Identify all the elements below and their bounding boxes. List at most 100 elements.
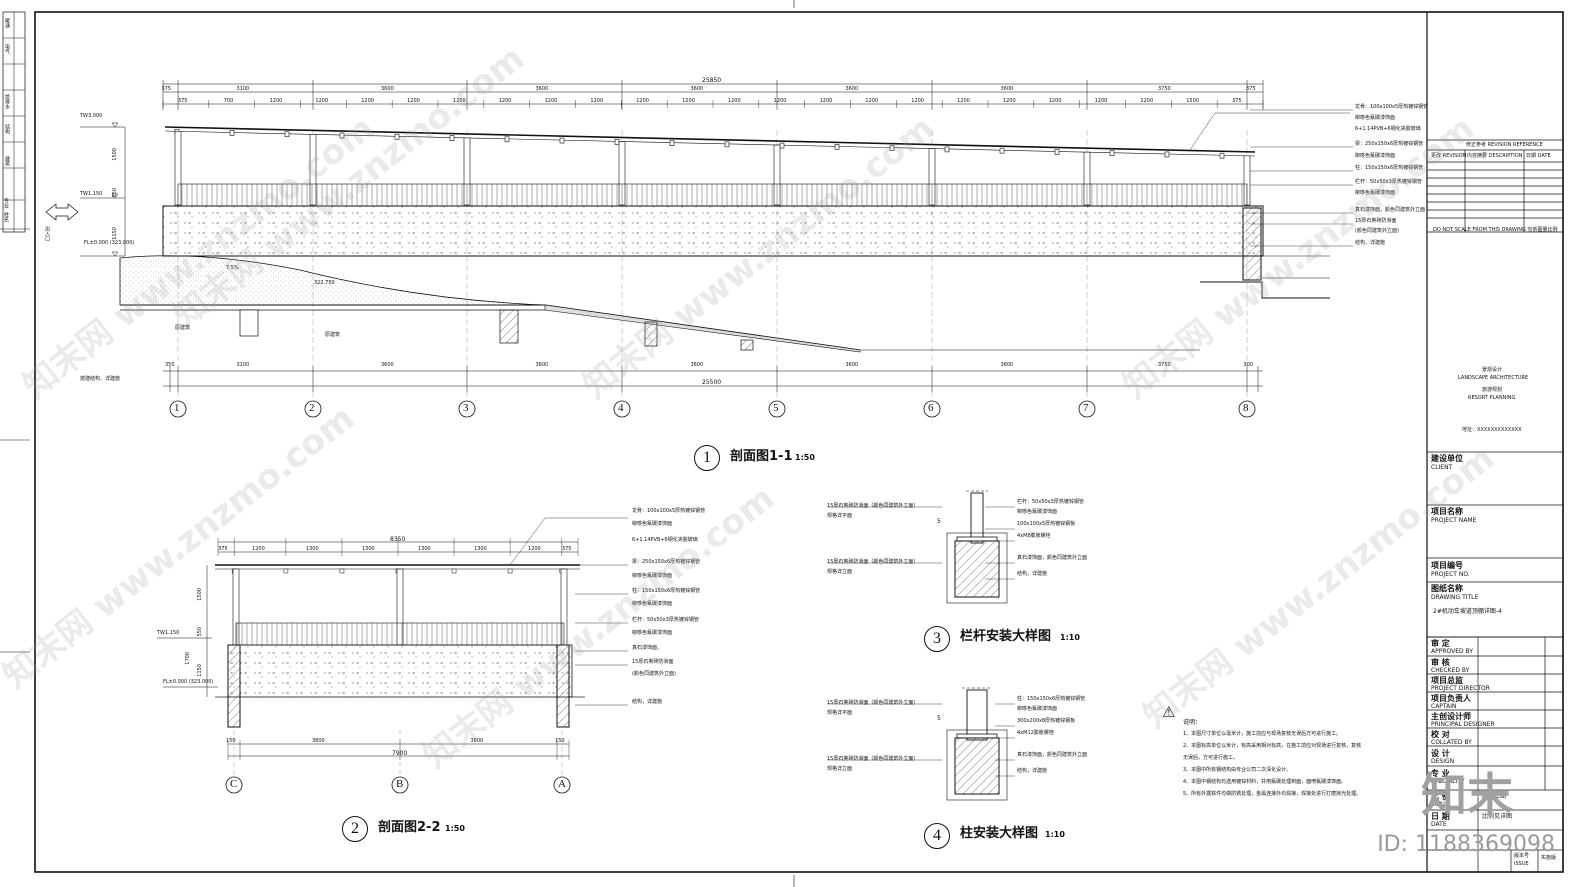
s2-callout-2: 6+1.14PVB+6钢化夹胶玻璃	[632, 537, 698, 543]
s1-level-tw1: TW1.150	[80, 191, 103, 197]
s2-subdim-6: 1200	[527, 546, 541, 552]
s2-callout-10: 15厚石英砖防滑面	[632, 659, 674, 665]
s2-axis-circle-0	[225, 776, 243, 794]
s2-bottom-sub-3: 150	[555, 738, 565, 744]
subdim-18: 1200	[1002, 98, 1016, 104]
s2-axis-label-2: A	[558, 778, 566, 790]
subdim-12: 1200	[727, 98, 741, 104]
purlin-15	[999, 147, 1005, 154]
ramp-fill	[119, 255, 861, 351]
tb-row-en-8: SCALE	[1431, 801, 1451, 808]
span-top-7: 3750	[1158, 86, 1171, 92]
s2-subdim-7: 375	[561, 546, 572, 552]
axis-label-5: 5	[773, 402, 779, 414]
s1-note-left2: 原建筑	[325, 332, 341, 338]
purlin-13	[889, 145, 895, 151]
end-wall	[1242, 207, 1262, 281]
tb-issue-en: ISSUE	[1514, 861, 1529, 867]
callout-11: 结构，详建施	[1355, 240, 1386, 246]
d3-dim-5: 5	[937, 518, 941, 525]
tb-row-cn-2: 项目总监	[1431, 676, 1463, 685]
tb-revision-ref: 修正参考 REVISION REFERENCE	[1466, 142, 1543, 148]
s2-subdim-1: 1200	[252, 546, 265, 552]
subdim-7: 1200	[498, 98, 512, 104]
span-bottom-7: 3750	[1158, 362, 1171, 368]
s1-title-circle: 1	[694, 445, 720, 471]
d3-tube	[970, 492, 984, 544]
d3-right-3: 4xM8膨胀螺栓	[1017, 533, 1051, 539]
d4-left-2: 15厚石英砖防滑面（颜色同建筑外立面）	[827, 756, 919, 762]
span-bottom-5: 3600	[845, 362, 859, 368]
title-block-lines	[1427, 139, 1563, 873]
s2-callout-11: (颜色同建筑外立面)	[632, 671, 676, 677]
s1-entry-label: 出入口	[44, 226, 50, 241]
s2-title: 剖面图2-2	[378, 820, 441, 835]
s1-vdim-1500: 1500	[112, 148, 118, 161]
d3-title-circle: 3	[924, 626, 950, 652]
d3-right-5: 结构，详建施	[1017, 571, 1048, 577]
purlin-4	[394, 133, 400, 140]
s2-subdim-4: 1300	[418, 546, 431, 552]
d3-left-0: 15厚石英砖防滑面（颜色同建筑外立面）	[827, 503, 919, 509]
tb-title-cn: 图纸名称	[1431, 584, 1463, 593]
subdim-23: 375	[1232, 98, 1242, 104]
d3-plate	[956, 536, 998, 542]
tb-projno-en: PROJECT NO.	[1431, 571, 1470, 578]
d4-wall	[954, 737, 1000, 795]
tb-row-cn-1: 审 核	[1431, 658, 1450, 667]
section-2-2-drawing	[157, 517, 628, 794]
end-slab	[1200, 281, 1330, 299]
subdim-1: 700	[223, 98, 234, 104]
s2-subdim-0: 375	[218, 546, 228, 552]
s1-scale: 1:50	[795, 453, 815, 462]
s2-axis-label-1: B	[396, 778, 404, 790]
tb-row-cn-0: 审 定	[1431, 639, 1450, 648]
s2-callout-9: 真石漆饰面，	[632, 645, 663, 651]
span-top-0: 375	[161, 86, 172, 92]
s1-total-top: 25850	[702, 77, 722, 84]
subdim-5: 1200	[407, 98, 420, 104]
tb-row-cn-9: 日 期	[1431, 812, 1450, 821]
subdim-20: 1200	[1094, 98, 1108, 104]
strip-label-struct: 结构	[4, 124, 10, 134]
span-bottom-8: 300	[1243, 362, 1254, 368]
s2-title-circle: 2	[342, 816, 368, 842]
subdim-11: 1200	[682, 98, 695, 104]
span-top-6: 3600	[1000, 86, 1014, 92]
d3-left-1: 规格详平面	[827, 513, 853, 519]
s2-callout-12: 结构，详建施	[632, 699, 663, 705]
axis-circle-4	[613, 400, 631, 418]
section-1-1-drawing	[45, 80, 1353, 418]
beam-2	[644, 321, 658, 347]
roof-line-under	[164, 130, 1256, 157]
tb-row-en-3: CAPTAIN	[1431, 703, 1457, 710]
tb-issue-val: 实施版	[1541, 855, 1557, 861]
beam-3	[740, 339, 754, 351]
axis-circle-7	[1078, 400, 1096, 418]
brand-logo: 知末	[1421, 768, 1513, 822]
s2-purlin-4	[451, 568, 457, 574]
s2-purlin-1	[283, 568, 289, 574]
strip-label-speciality: 专业	[3, 198, 9, 208]
beam-0	[239, 309, 259, 337]
tb-address: 地址：XXXXXXXXXXXXX	[1462, 427, 1522, 433]
purlin-1	[229, 130, 235, 136]
callout-7: 柳哆色氟碳漆饰面	[1355, 190, 1396, 196]
detail-3-drawing: 5	[827, 490, 1015, 604]
ramp-slab	[544, 304, 861, 353]
d3-right-0: 栏杆：50x50x3厚热镀锌钢管	[1017, 499, 1084, 505]
tb-row-en-7: SPECIALITY	[1431, 778, 1465, 785]
s2-purlin-5	[507, 568, 513, 574]
tb-company-1: 景观设计	[1482, 367, 1503, 373]
level-mark-tw3	[111, 122, 119, 128]
subdim-21: 1200	[1140, 98, 1154, 104]
tb-row-en-9: DATE	[1431, 821, 1447, 828]
s2-title-num: 2	[351, 820, 359, 837]
s1-title: 剖面图1-1	[730, 449, 793, 464]
subdim-0: 375	[177, 98, 188, 104]
d4-finish	[946, 729, 1008, 801]
s1-base-note: 按建结构、详建施	[80, 376, 121, 382]
s2-bottom-sub-0: 150	[226, 738, 236, 744]
subdim-19: 1200	[1048, 98, 1062, 104]
